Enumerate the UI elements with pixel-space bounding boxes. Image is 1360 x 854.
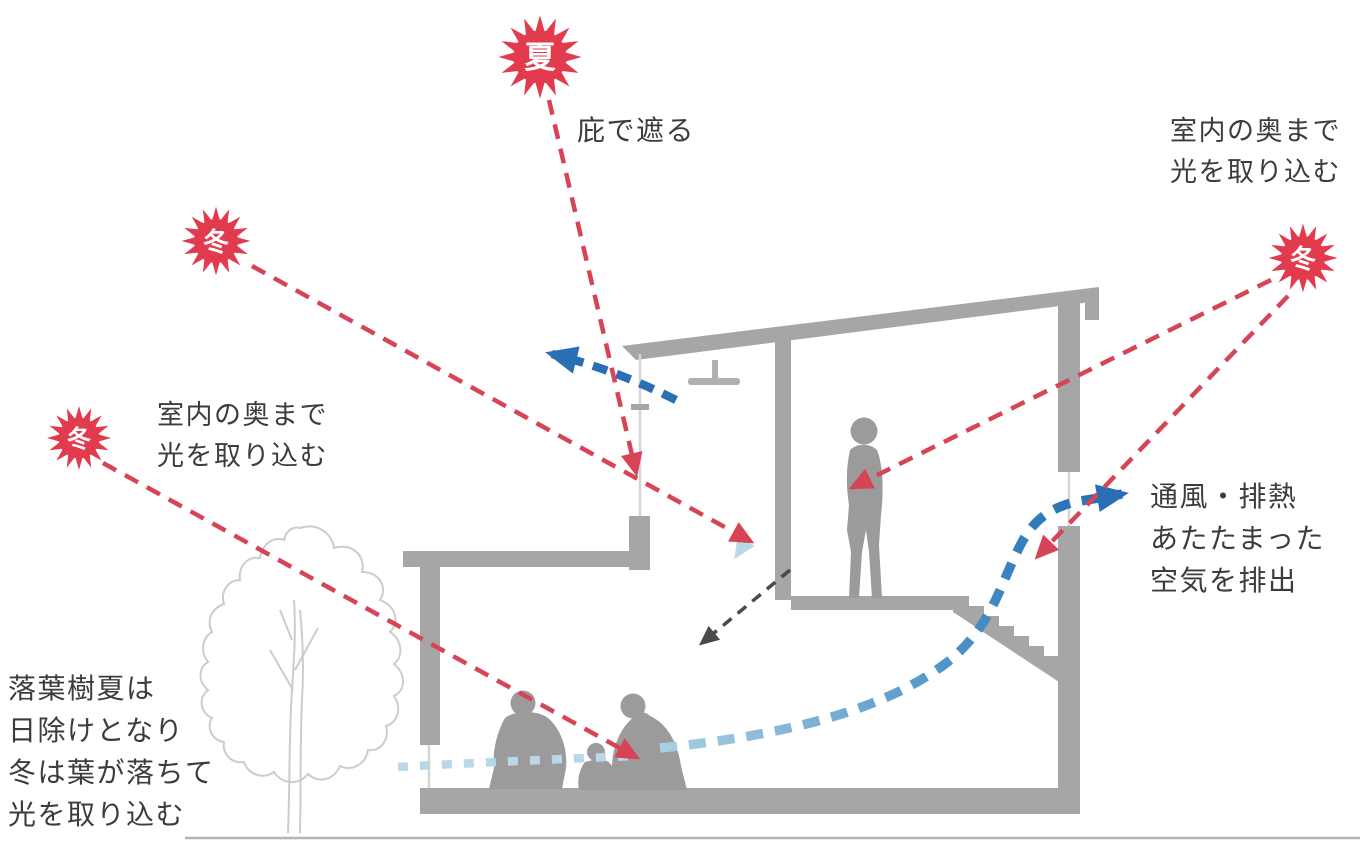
cool-air-intake-line [397,751,635,772]
seated-family-silhouette [489,690,687,790]
ventilation-line-1: 通風・排熱 [1150,480,1298,513]
tree-label-line-4: 光を取り込む [8,798,186,831]
seated-adult-left-body [489,712,567,789]
eaves-label-line: 庇で遮る [577,114,696,147]
daylight-right-label: 室内の奥まで 光を取り込む [1170,112,1341,193]
sun-icons: 夏 冬 冬 冬 [47,15,1338,470]
tree-label-line-2: 日除けとなり [8,714,185,747]
ventilation-line-2: あたたまった [1150,522,1326,555]
summer-sun-ray-arrow [546,99,643,477]
exhaust-arrow-top-left [545,346,678,404]
tree-label-line-3: 冬は葉が落ちて [8,756,215,789]
fan-blades [688,378,740,385]
right-wall-upper [1058,300,1080,472]
tree-branches [269,609,319,691]
left-lower-wall [420,560,440,745]
winter-sun-upper-left-kanji: 冬 [203,228,229,258]
winter-sun-right-kanji: 冬 [1290,245,1316,275]
airflow-arrows [397,346,1129,772]
ventilation-line-3: 空気を排出 [1150,564,1298,597]
daylight-left-line-2: 光を取り込む [157,440,328,472]
summer-sun-kanji: 夏 [525,40,557,76]
tree-label-line-1: 落葉樹夏は [8,672,156,705]
lower-roof [403,551,650,567]
winter-light-arrow-right-to-stairwell [1034,294,1290,560]
daylight-right-line-2: 光を取り込む [1170,156,1341,188]
deciduous-tree-label: 落葉樹夏は 日除けとなり 冬は葉が落ちて 光を取り込む [8,668,215,836]
winter-light-arrow-lower-left [101,461,641,760]
fan-stem [712,360,718,378]
floor-slab [420,788,1080,814]
winter-light-arrow-right-to-person [848,277,1272,490]
ceiling-fan [688,360,740,385]
standing-person-body [846,444,883,598]
seated-adult-right-body [609,712,687,790]
sunlight-arrows [101,99,1290,760]
ventilation-label: 通風・排熱 あたたまった 空気を排出 [1150,476,1325,602]
standing-person-head [850,417,878,445]
daylight-left-label: 室内の奥まで 光を取り込む [157,396,328,477]
daylight-left-line-1: 室内の奥まで [157,400,328,431]
right-wall-lower [1058,526,1080,788]
winter-light-arrow-upper-left [250,264,755,544]
clerestory-window-mullion [631,404,649,410]
winter-sun-lower-left-kanji: 冬 [67,425,91,453]
seated-adult-right-head [620,693,646,719]
eaves-label: 庇で遮る [577,110,695,152]
staircase [953,596,1059,682]
downdraft-arrow [698,568,792,646]
interior-wall [775,336,791,600]
upper-floor-slab [791,596,953,610]
house-section [403,287,1099,814]
child-body [578,758,615,790]
main-roof [622,287,1099,360]
daylight-right-line-1: 室内の奥まで [1170,116,1341,147]
standing-person-silhouette [846,417,883,598]
ventilation-flow-arrow [659,484,1129,753]
roof-right-cap [1085,289,1099,320]
